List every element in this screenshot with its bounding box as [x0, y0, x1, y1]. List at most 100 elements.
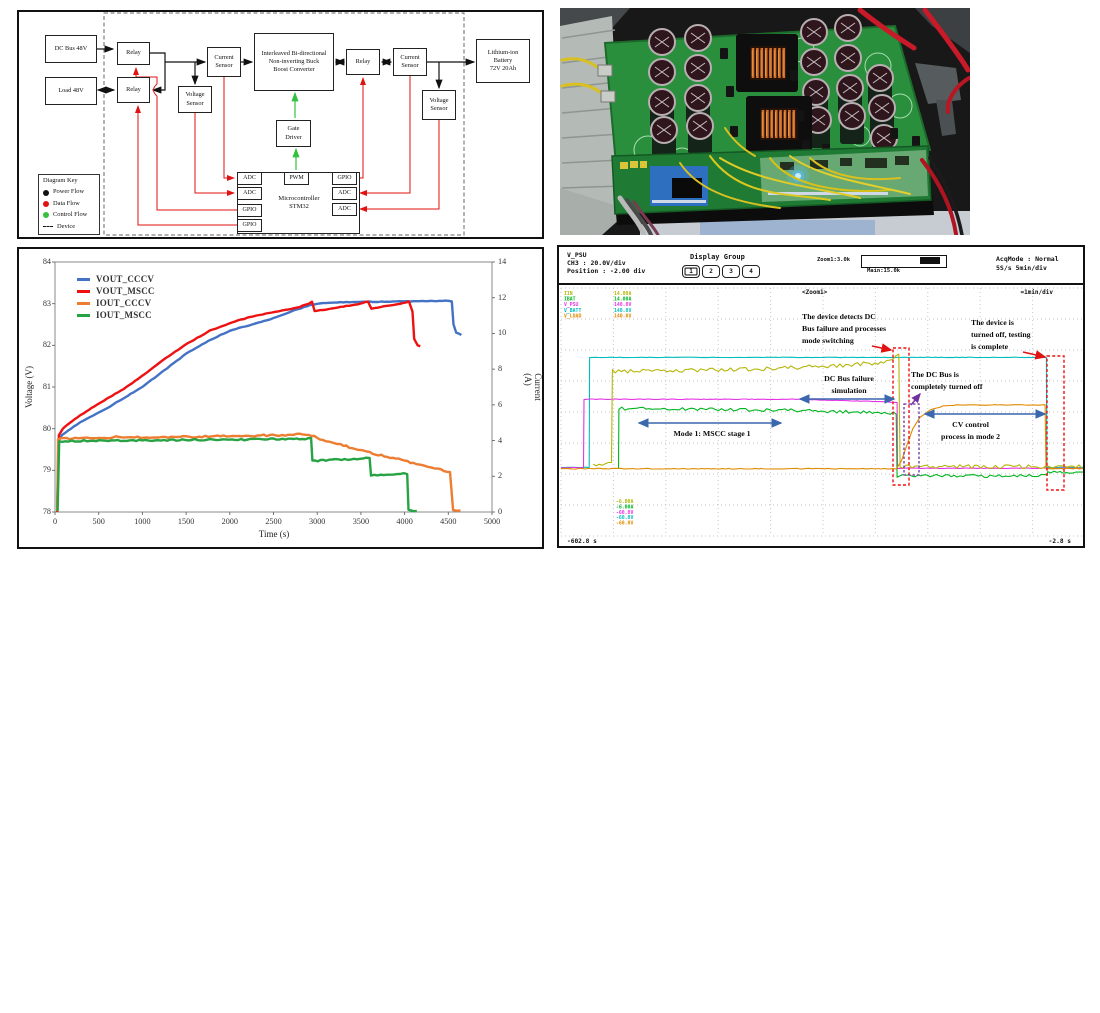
x-tick-label: 1000 [134, 517, 151, 526]
failure-event-dashed-box [892, 347, 910, 486]
x-tick-label: 2500 [265, 517, 282, 526]
clamp-tool [915, 63, 961, 104]
inductor-2 [746, 96, 812, 152]
y2-tick-label: 0 [498, 507, 503, 516]
series-IOUT_CCCV [56, 432, 461, 512]
channel-scale-IBAT: 14.00A [614, 297, 631, 303]
channel-scale-V_BATT: 140.0V [614, 308, 631, 314]
zoom-timebase-label: =1min/div [1020, 289, 1053, 296]
zoom-window-title: <Zoom1> [802, 289, 828, 296]
zoom-window-indicator[interactable] [920, 257, 940, 264]
annotation-cv: CV control process in mode 2 [941, 420, 1000, 442]
mcu-port-adc-right2: ADC [332, 203, 357, 216]
display-group-button-3[interactable]: 3 [722, 265, 740, 278]
pcb-photo [560, 7, 971, 238]
diagram-key-item: Control Flow [43, 211, 95, 219]
channel-scale-V_LOAD: 140.0V [614, 313, 631, 319]
legend-item-VOUT_CCCV: VOUT_CCCV [77, 273, 155, 285]
legend-marker [77, 301, 90, 305]
legend-label: VOUT_MSCC [96, 286, 155, 296]
y2-tick-label: 10 [498, 328, 507, 338]
channel-scale-V_PSU: 140.0V [614, 302, 631, 308]
detect-arrow [871, 343, 893, 353]
mcu-port-gpio1: GPIO [237, 204, 262, 217]
relay-load-box: Relay [117, 77, 150, 103]
diagram-key-title: Diagram Key [43, 177, 78, 184]
charge-curves-plot [52, 261, 495, 515]
complete-arrow [1022, 350, 1047, 360]
key-dash-icon [43, 226, 53, 228]
time-right-label: -2.8 s [1049, 538, 1072, 545]
y-tick-label: 80 [42, 423, 51, 433]
relay-input-box: Relay [117, 42, 150, 65]
mcu-port-adc2: ADC [237, 187, 262, 200]
legend-marker [77, 313, 90, 317]
annotation-detect: The device detects DC Bus failure and pr… [802, 312, 886, 346]
display-group-label: Display Group [690, 253, 745, 261]
voltage-sensor-left-box: Voltage Sensor [178, 86, 212, 113]
x-tick-label: 1500 [177, 517, 195, 526]
annotation-mode1: Mode 1: MSCC stage 1 [673, 429, 751, 438]
zoom-position-bar[interactable] [861, 255, 947, 268]
y-tick-label: 83 [42, 298, 51, 308]
waveform-V_BATT [560, 356, 1083, 469]
legend-item-IOUT_MSCC: IOUT_MSCC [77, 309, 155, 321]
legend-item-IOUT_CCCV: IOUT_CCCV [77, 297, 155, 309]
x-tick-label: 4000 [396, 517, 413, 526]
scope-waveforms [560, 353, 1083, 479]
series-VOUT_MSCC [56, 300, 421, 513]
mcu-port-adc1: ADC [237, 172, 262, 185]
y-axis-title: Voltage (V) [24, 365, 34, 409]
channel-name-V_BATT: V_BATT [564, 308, 581, 314]
annotation-failure-sim: DC Bus failure simulation [824, 374, 874, 396]
sample-rate-label: 5S/s 5min/div [996, 264, 1047, 272]
series-VOUT_CCCV [56, 299, 462, 513]
waveform-IBAT [617, 406, 1083, 479]
status-led [795, 173, 801, 179]
legend-marker [77, 277, 90, 281]
diagram-key-item: Power Flow [43, 188, 95, 196]
time-left-label: -602.8 s [567, 538, 597, 545]
display-group-button-2[interactable]: 2 [702, 265, 720, 278]
mcu-port-adc-right1: ADC [332, 187, 357, 200]
shutdown-event-dashed-box [1046, 355, 1065, 491]
battery-box: Lithium-ion Battery 72V 20Ah [476, 39, 530, 83]
relay-battery-box: Relay [346, 49, 380, 75]
bus-off-dashed-box [903, 403, 920, 476]
wires [560, 7, 971, 238]
display-group-button-1[interactable]: 1 [682, 265, 700, 278]
diagram-flow-lines [96, 12, 476, 236]
current-sensor-left-box: Current Sensor [207, 47, 241, 77]
y2-axis-title: Current (A) [523, 373, 543, 401]
y2-tick-label: 12 [498, 292, 507, 302]
channel-name-V_PSU: V_PSU [564, 302, 579, 308]
display-group-button-4[interactable]: 4 [742, 265, 760, 278]
acq-mode-label: AcqMode : Normal [996, 255, 1059, 263]
legend-marker [77, 289, 90, 293]
y2-tick-label: 14 [498, 257, 507, 266]
y-tick-label: 78 [42, 507, 51, 516]
y-tick-label: 79 [42, 465, 51, 475]
power-flow-lines [96, 45, 476, 94]
oscilloscope-panel: V_PSU CH3 : 20.0V/div Position : -2.00 d… [557, 245, 1085, 548]
mcu-port-pwm: PWM [284, 172, 309, 185]
key-dot-icon [43, 212, 49, 219]
scope-channel-settings: V_PSU CH3 : 20.0V/div Position : -2.00 d… [567, 251, 646, 276]
diagram-key-label: Device [57, 222, 76, 230]
dc-bus-box: DC Bus 48V [45, 35, 97, 63]
y2-tick-label: 8 [498, 364, 503, 374]
waveform-IIN [592, 353, 1083, 470]
main-record-label: Main:15.0k [867, 268, 901, 274]
annotation-bus-off: The DC Bus is completely turned off [911, 370, 983, 392]
prototype-photo-panel [560, 7, 971, 238]
series-IOUT_MSCC [56, 436, 417, 513]
zoom-scale-label: Zoom1:3.0k [817, 257, 851, 263]
scope-annotation-shapes [637, 343, 1065, 491]
diagram-key-label: Control Flow [53, 211, 88, 219]
y2-tick-label: 2 [498, 471, 503, 481]
channel-scale-IIN: 14.00A [614, 291, 631, 297]
